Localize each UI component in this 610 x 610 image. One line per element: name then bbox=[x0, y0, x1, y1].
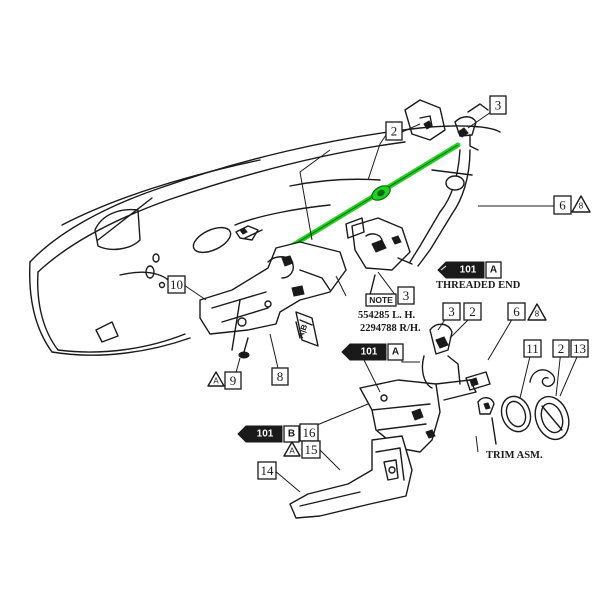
svg-text:THREADED END: THREADED END bbox=[436, 280, 521, 291]
callout-9: A 9 bbox=[207, 371, 242, 390]
reference-tag-mid: 101 A bbox=[341, 343, 404, 361]
reference-tag-right: 101 A bbox=[437, 261, 502, 279]
retainer-clip bbox=[529, 369, 556, 387]
svg-text:3: 3 bbox=[448, 304, 455, 319]
svg-text:101: 101 bbox=[460, 265, 477, 276]
svg-text:A: A bbox=[392, 347, 399, 358]
svg-text:3: 3 bbox=[403, 288, 410, 303]
part-number-labels: 554285 L. H. 2294788 R/H. bbox=[358, 310, 421, 334]
callout-6-right: 6 8 bbox=[553, 195, 591, 215]
svg-text:2294788 R/H.: 2294788 R/H. bbox=[360, 323, 421, 334]
callout-6-cluster: 6 8 bbox=[507, 302, 547, 321]
callout-3-top: 3 bbox=[489, 95, 507, 115]
svg-text:6: 6 bbox=[513, 304, 520, 319]
svg-text:A: A bbox=[213, 377, 219, 386]
callout-2-cluster: 2 bbox=[463, 302, 482, 321]
trim-asm-label: TRIM ASM. bbox=[486, 450, 543, 461]
svg-text:3: 3 bbox=[495, 98, 502, 113]
upper-pivot-bracket bbox=[404, 99, 489, 151]
svg-text:9: 9 bbox=[230, 373, 237, 388]
callout-10: 10 bbox=[167, 275, 186, 294]
svg-text:11: 11 bbox=[526, 341, 539, 356]
svg-text:8: 8 bbox=[535, 310, 540, 319]
svg-text:554285 L. H.: 554285 L. H. bbox=[358, 310, 416, 321]
trim-escutcheon bbox=[477, 395, 532, 445]
pedal-arm bbox=[289, 435, 413, 519]
svg-text:101: 101 bbox=[257, 429, 274, 440]
mounting-screw bbox=[238, 337, 250, 359]
svg-text:B: B bbox=[288, 429, 295, 440]
svg-text:15: 15 bbox=[305, 442, 318, 457]
callout-8: 8 bbox=[271, 367, 289, 386]
callout-11: 11 bbox=[523, 339, 542, 358]
secondary-rod bbox=[409, 149, 473, 267]
svg-text:2: 2 bbox=[391, 124, 398, 139]
svg-text:16: 16 bbox=[303, 425, 317, 440]
svg-text:6: 6 bbox=[559, 198, 566, 213]
note-tag: NOTE bbox=[365, 293, 397, 307]
svg-text:13: 13 bbox=[573, 341, 586, 356]
svg-text:NOTE: NOTE bbox=[369, 295, 393, 305]
svg-text:2: 2 bbox=[469, 304, 476, 319]
svg-text:TRIM ASM.: TRIM ASM. bbox=[486, 450, 543, 461]
threaded-end-bracket bbox=[345, 217, 413, 296]
callout-14: 14 bbox=[257, 461, 277, 480]
release-knob bbox=[295, 311, 319, 347]
svg-text:8: 8 bbox=[579, 202, 584, 211]
svg-text:10: 10 bbox=[170, 277, 183, 292]
reference-tag-bottom: 101 B bbox=[237, 425, 300, 443]
leader-lines bbox=[183, 111, 581, 493]
callout-13: 13 bbox=[570, 339, 589, 358]
callout-2-cover: 2 bbox=[552, 339, 570, 358]
pivot-cluster bbox=[421, 323, 491, 391]
threaded-end-label: THREADED END bbox=[436, 280, 521, 291]
pedal-lower-bracket bbox=[359, 379, 477, 453]
svg-text:101: 101 bbox=[361, 347, 378, 358]
callout-3-cluster: 3 bbox=[442, 302, 461, 321]
pedal-upper-assembly bbox=[199, 225, 347, 351]
svg-text:A: A bbox=[289, 447, 295, 456]
svg-text:2: 2 bbox=[558, 341, 565, 356]
svg-text:14: 14 bbox=[261, 463, 275, 478]
cover-plate bbox=[534, 395, 570, 441]
callout-2-top: 2 bbox=[385, 121, 403, 141]
callout-16: 16 bbox=[299, 423, 319, 442]
callout-15: A 15 bbox=[283, 440, 321, 459]
callout-3-mid: 3 bbox=[397, 286, 415, 305]
brake-cable-highlight bbox=[282, 142, 461, 253]
svg-text:8: 8 bbox=[277, 369, 284, 384]
svg-text:A: A bbox=[490, 265, 497, 276]
